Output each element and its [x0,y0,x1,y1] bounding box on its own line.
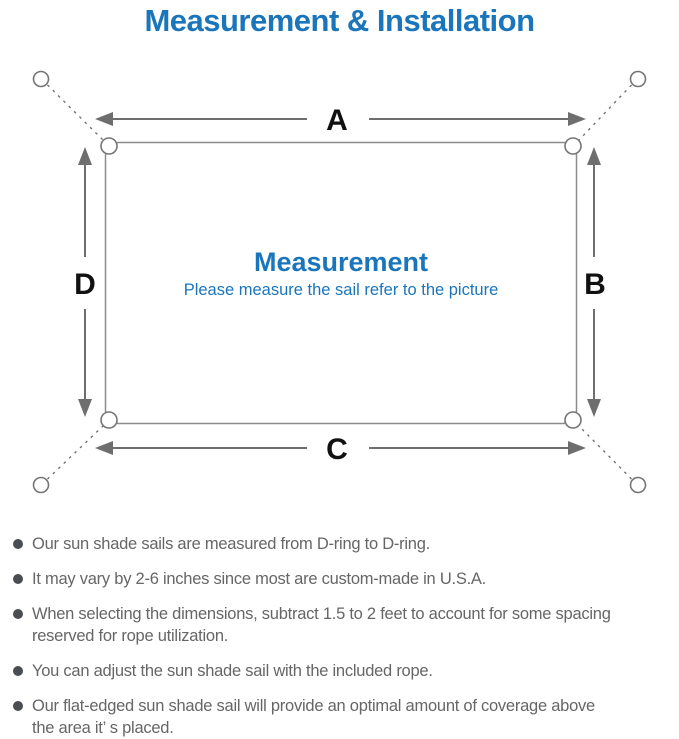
note-text: Our sun shade sails are measured from D-… [32,533,430,555]
bullet-icon [13,574,23,584]
measurement-diagram-svg: A C D B Measurement Please measure the s… [32,70,647,494]
note-line: You can adjust the sun shade sail with t… [32,662,433,680]
note-item-5: Our flat-edged sun shade sail will provi… [13,695,679,739]
note-line: reserved for rope utilization. [32,627,229,645]
d-ring-top-right [564,137,582,155]
d-ring-top-left [100,137,118,155]
rope-dashed-line-bottom-right [578,425,632,480]
arrow-d-head-bottom [78,399,92,417]
note-item-3: When selecting the dimensions, subtract … [13,603,679,647]
measurement-diagram: A C D B Measurement Please measure the s… [0,42,679,517]
page-title: Measurement & Installation [144,3,535,38]
note-line: Our sun shade sails are measured from D-… [32,535,430,553]
rope-dashed-line-bottom-left [47,425,104,480]
dimension-label-a: A [326,104,348,137]
bullet-icon [13,666,23,676]
sail-rectangle [104,141,578,425]
note-item-1: Our sun shade sails are measured from D-… [13,533,679,555]
arrow-b-head-bottom [587,399,601,417]
diagram-center-title: Measurement [254,247,428,277]
arrow-c-head-left [95,441,113,455]
rope-dashed-line-top-left [47,84,104,141]
note-text: It may vary by 2-6 inches since most are… [32,568,486,590]
arrow-c-head-right [568,441,586,455]
note-line: It may vary by 2-6 inches since most are… [32,570,487,588]
note-item-2: It may vary by 2-6 inches since most are… [13,568,679,590]
anchor-circle-top-right [629,70,647,88]
note-line: When selecting the dimensions, subtract … [32,605,611,623]
dimension-label-c: C [326,433,348,466]
anchor-circle-bottom-right [629,476,647,494]
dimension-label-b: B [584,268,606,301]
anchor-circle-bottom-left [32,476,50,494]
note-text: When selecting the dimensions, subtract … [32,603,611,647]
note-text: You can adjust the sun shade sail with t… [32,660,433,682]
arrow-a-head-right [568,112,586,126]
note-item-4: You can adjust the sun shade sail with t… [13,660,679,682]
note-text: Our flat-edged sun shade sail will provi… [32,695,595,739]
bullet-icon [13,539,23,549]
bullet-icon [13,609,23,619]
notes-list: Our sun shade sails are measured from D-… [0,533,679,739]
diagram-center-subtitle: Please measure the sail refer to the pic… [184,281,499,299]
d-ring-bottom-left [100,411,118,429]
rope-dashed-line-top-right [578,84,633,141]
anchor-circle-top-left [32,70,50,88]
bullet-icon [13,701,23,711]
arrow-a-head-left [95,112,113,126]
dimension-label-d: D [74,268,96,301]
arrow-b-head-top [587,147,601,165]
arrow-d-head-top [78,147,92,165]
note-line: Our flat-edged sun shade sail will provi… [32,697,595,715]
d-ring-bottom-right [564,411,582,429]
note-line: the area it’ s placed. [32,719,174,737]
